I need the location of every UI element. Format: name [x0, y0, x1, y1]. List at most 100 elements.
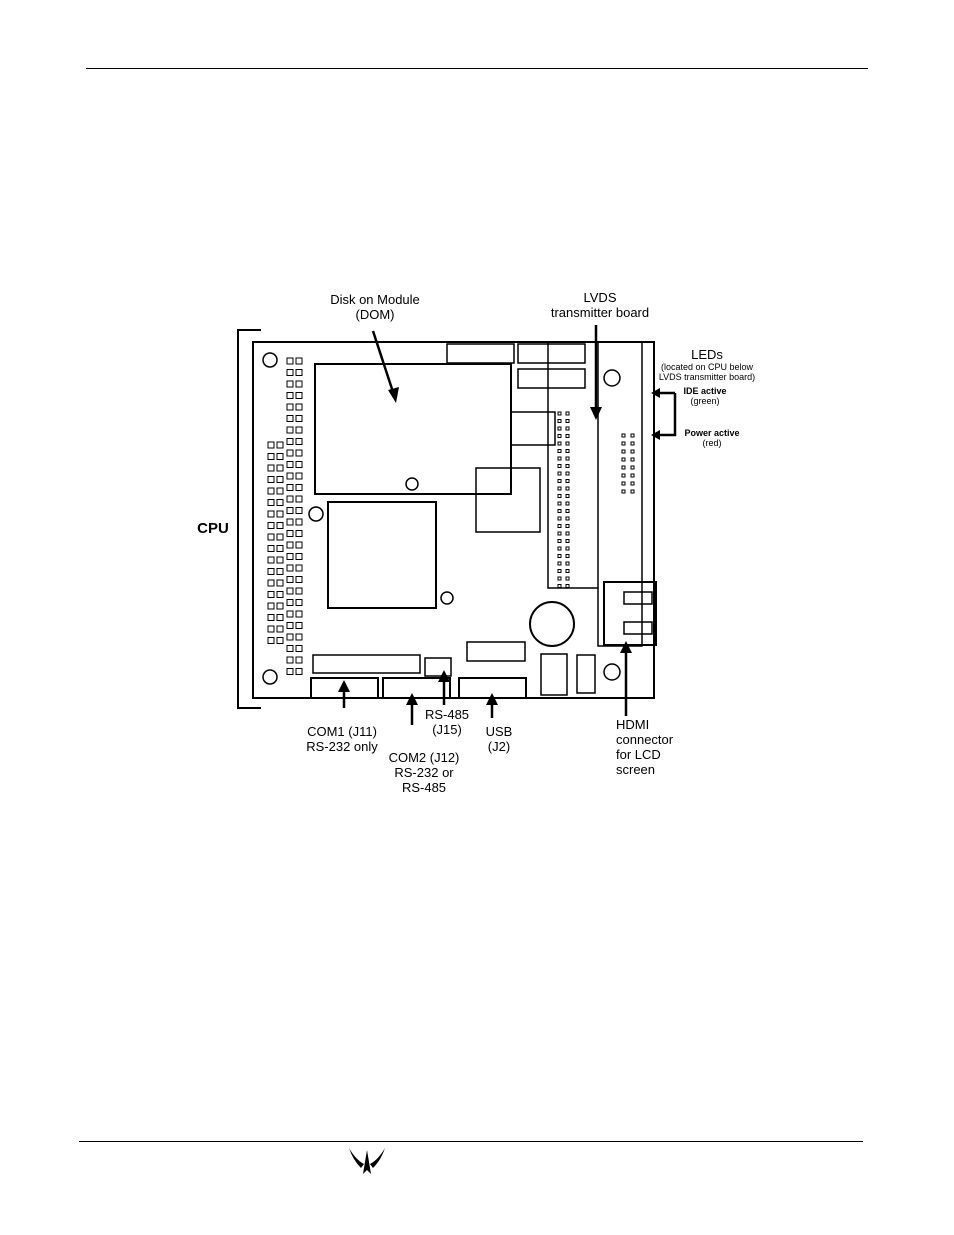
pin	[268, 465, 274, 471]
pin	[566, 427, 569, 430]
label-com2: COM2 (J12)RS-232 orRS-485	[374, 750, 474, 795]
pin	[296, 542, 302, 548]
pin	[296, 577, 302, 583]
pin	[296, 519, 302, 525]
pin	[631, 434, 634, 437]
pin	[287, 611, 293, 617]
pin	[287, 450, 293, 456]
pin	[296, 404, 302, 410]
pin	[558, 570, 561, 573]
pin	[558, 412, 561, 415]
pin	[268, 511, 274, 517]
pin	[287, 669, 293, 675]
pin	[277, 626, 283, 632]
pin	[566, 540, 569, 543]
pin	[566, 525, 569, 528]
pin	[558, 585, 561, 588]
pin	[287, 646, 293, 652]
pin	[296, 381, 302, 387]
pin	[566, 472, 569, 475]
pin	[287, 404, 293, 410]
pin	[558, 540, 561, 543]
pin	[296, 358, 302, 364]
pin	[631, 442, 634, 445]
pin	[566, 420, 569, 423]
pin	[558, 442, 561, 445]
pin	[268, 626, 274, 632]
pin	[622, 474, 625, 477]
pin	[296, 370, 302, 376]
pin	[296, 416, 302, 422]
pin	[566, 465, 569, 468]
pin	[558, 450, 561, 453]
pin	[287, 519, 293, 525]
teledyne-logo-icon	[349, 1148, 385, 1174]
pin	[277, 511, 283, 517]
pin	[277, 557, 283, 563]
pin	[277, 488, 283, 494]
pin	[277, 603, 283, 609]
pin	[277, 500, 283, 506]
label-hdmi: HDMIconnector for LCDscreen	[616, 717, 686, 777]
pin	[622, 466, 625, 469]
pin	[558, 465, 561, 468]
pin	[277, 523, 283, 529]
pin	[296, 439, 302, 445]
label-dom: Disk on Module(DOM)	[310, 292, 440, 322]
pin	[296, 657, 302, 663]
pin	[622, 490, 625, 493]
pin	[287, 531, 293, 537]
pin	[296, 473, 302, 479]
pin	[268, 546, 274, 552]
pin	[277, 638, 283, 644]
pin	[296, 669, 302, 675]
pin	[268, 488, 274, 494]
pin	[558, 420, 561, 423]
pin	[268, 569, 274, 575]
pin	[296, 646, 302, 652]
pin	[566, 480, 569, 483]
pin	[277, 477, 283, 483]
pin	[287, 577, 293, 583]
pin	[296, 554, 302, 560]
pin	[622, 482, 625, 485]
pin	[268, 580, 274, 586]
cpu-bracket	[238, 330, 261, 708]
pin	[287, 370, 293, 376]
usb-upper-header	[467, 642, 525, 661]
pin	[566, 450, 569, 453]
pin	[296, 531, 302, 537]
pin	[268, 442, 274, 448]
pin	[277, 546, 283, 552]
pin	[631, 450, 634, 453]
battery	[530, 602, 574, 646]
pin	[566, 577, 569, 580]
pin	[566, 555, 569, 558]
pin	[287, 485, 293, 491]
pin	[268, 615, 274, 621]
pin	[296, 634, 302, 640]
pin	[268, 523, 274, 529]
pin	[287, 542, 293, 548]
pin	[296, 623, 302, 629]
pin	[566, 495, 569, 498]
pin	[287, 588, 293, 594]
pin	[287, 473, 293, 479]
pin	[287, 393, 293, 399]
pin	[622, 458, 625, 461]
pin	[558, 547, 561, 550]
pin	[277, 569, 283, 575]
pin	[566, 412, 569, 415]
pin	[296, 450, 302, 456]
pin	[268, 500, 274, 506]
pin	[566, 562, 569, 565]
pin	[296, 508, 302, 514]
pin	[566, 435, 569, 438]
pin	[566, 502, 569, 505]
pin	[287, 358, 293, 364]
pin	[566, 487, 569, 490]
pin	[287, 508, 293, 514]
label-cpu: CPU	[190, 521, 236, 536]
